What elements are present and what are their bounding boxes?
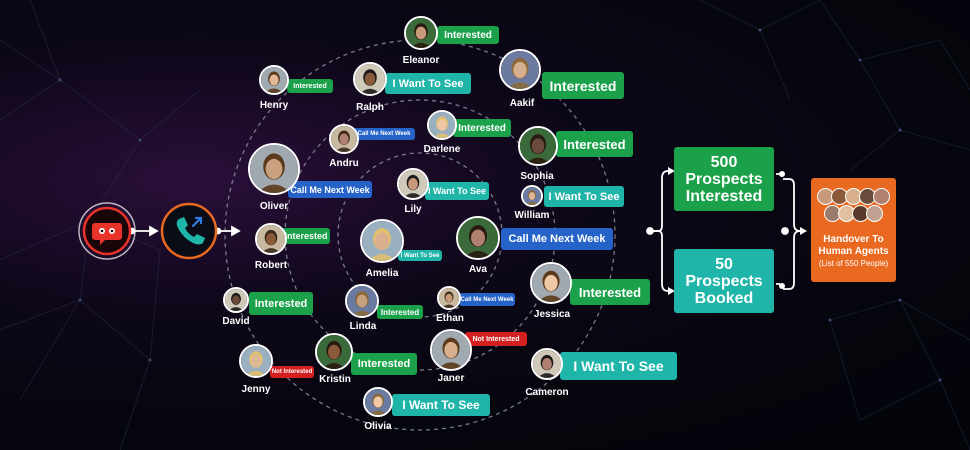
- name-david: David: [222, 316, 250, 327]
- status-tag-sophia: Interested: [556, 131, 633, 157]
- name-jessica: Jessica: [533, 309, 571, 320]
- prospects-booked-line1: Prospects: [685, 272, 763, 290]
- chat-bot-icon: [77, 201, 137, 261]
- phone-call-icon: [160, 202, 218, 260]
- status-tag-kristin: Interested: [351, 353, 417, 375]
- status-tag-jessica: Interested: [570, 279, 650, 305]
- name-ralph: Ralph: [356, 102, 384, 113]
- name-jenny: Jenny: [241, 384, 271, 395]
- name-ethan: Ethan: [436, 313, 464, 324]
- avatar-linda: [345, 284, 379, 318]
- status-tag-linda: Interested: [377, 305, 423, 319]
- name-amelia: Amelia: [365, 268, 399, 279]
- status-tag-amelia: I Want To See: [398, 250, 442, 261]
- status-tag-henry: Interested: [287, 79, 333, 93]
- status-tag-darlene: Interested: [453, 119, 511, 137]
- name-janer: Janer: [437, 373, 465, 384]
- avatar-sophia: [518, 126, 558, 166]
- name-cameron: Cameron: [525, 387, 569, 398]
- handover-box: Handover To Human Agents (List of 550 Pe…: [811, 178, 896, 282]
- status-tag-ralph: I Want To See: [385, 73, 471, 94]
- prospects-booked-box: 50 Prospects Booked: [674, 249, 774, 313]
- name-olivia: Olivia: [364, 421, 392, 432]
- status-tag-andru: Call Me Next Week: [353, 128, 415, 140]
- avatar-william: [521, 185, 543, 207]
- avatar-amelia: [360, 219, 404, 263]
- avatar-oliver: [248, 143, 300, 195]
- name-linda: Linda: [349, 321, 377, 332]
- avatar-kristin: [315, 333, 353, 371]
- avatar-david: [223, 287, 249, 313]
- status-tag-robert: Interested: [282, 228, 330, 244]
- name-robert: Robert: [254, 260, 288, 271]
- status-tag-jenny: Not Interested: [270, 366, 314, 378]
- agent-avatar-group: [817, 186, 891, 226]
- avatar-darlene: [427, 110, 457, 140]
- avatar-cameron: [531, 348, 563, 380]
- avatar-janer: [430, 329, 472, 371]
- name-andru: Andru: [329, 158, 359, 169]
- status-tag-olivia: I Want To See: [392, 394, 490, 416]
- avatar-lily: [397, 168, 429, 200]
- avatar-jenny: [239, 344, 273, 378]
- name-lily: Lily: [404, 204, 422, 215]
- prospects-interested-count: 500: [710, 153, 738, 171]
- name-aakif: Aakif: [509, 98, 535, 109]
- avatar-robert: [255, 223, 287, 255]
- avatar-henry: [259, 65, 289, 95]
- avatar-ralph: [353, 62, 387, 96]
- handover-line2: Human Agents: [818, 246, 889, 257]
- avatar-andru: [329, 124, 359, 154]
- status-tag-william: I Want To See: [544, 186, 624, 207]
- status-tag-david: Interested: [249, 292, 313, 315]
- status-tag-aakif: Interested: [542, 72, 624, 99]
- outer-orbit-ring: [224, 39, 616, 431]
- prospects-booked-count: 50: [715, 255, 733, 273]
- name-kristin: Kristin: [319, 374, 351, 385]
- avatar-ethan: [437, 286, 461, 310]
- prospects-interested-box: 500 Prospects Interested: [674, 147, 774, 211]
- handover-sub: (List of 550 People): [818, 259, 889, 268]
- status-tag-janer: Not Interested: [465, 332, 527, 346]
- avatar-ava: [456, 216, 500, 260]
- handover-line1: Handover To: [823, 234, 884, 245]
- status-tag-cameron: I Want To See: [560, 352, 677, 380]
- name-eleanor: Eleanor: [402, 55, 440, 66]
- status-tag-oliver: Call Me Next Week: [288, 181, 372, 198]
- prospects-interested-line1: Prospects: [685, 170, 763, 188]
- avatar-aakif: [499, 49, 541, 91]
- status-tag-ava: Call Me Next Week: [501, 228, 613, 250]
- avatar-eleanor: [404, 16, 438, 50]
- prospects-booked-line2: Booked: [694, 289, 754, 307]
- status-tag-ethan: Call Me Next Week: [459, 293, 515, 306]
- prospects-interested-line2: Interested: [685, 187, 763, 205]
- name-oliver: Oliver: [259, 201, 289, 212]
- name-william: William: [514, 210, 550, 221]
- name-darlene: Darlene: [423, 144, 461, 155]
- name-henry: Henry: [259, 100, 289, 111]
- status-tag-eleanor: Interested: [437, 26, 499, 44]
- avatar-olivia: [363, 387, 393, 417]
- status-tag-lily: I Want To See: [425, 182, 489, 200]
- name-ava: Ava: [469, 264, 487, 275]
- name-sophia: Sophia: [520, 171, 554, 182]
- avatar-jessica: [530, 262, 572, 304]
